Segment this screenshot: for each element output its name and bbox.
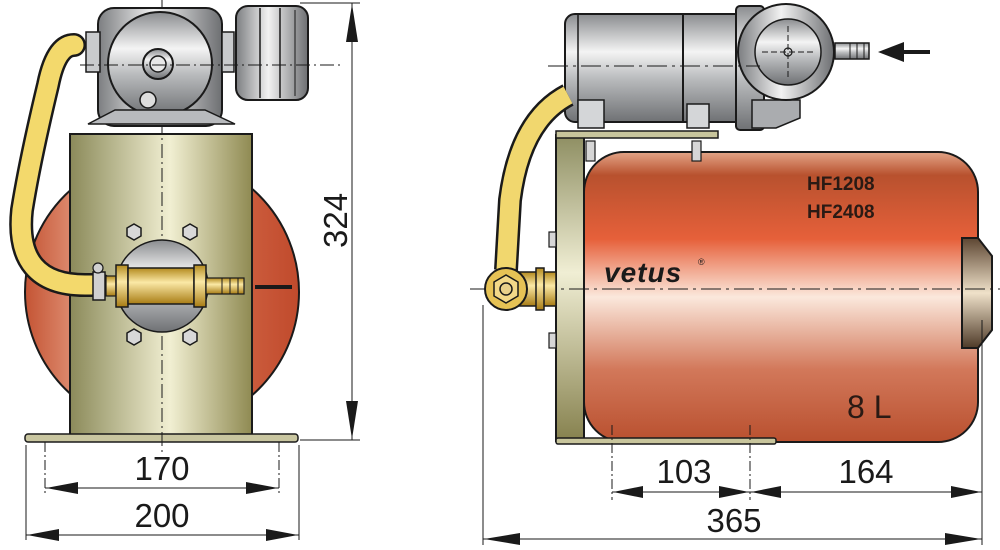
- outlet-fitting-side: [484, 267, 557, 311]
- motor-side: [564, 3, 870, 131]
- hose-side: [496, 86, 573, 271]
- tank-endcap: [961, 237, 993, 349]
- base-plate-side: [555, 437, 777, 445]
- registered-mark: ®: [698, 257, 705, 267]
- bracket-bolts: [548, 140, 702, 349]
- dimension-height: 324: [300, 2, 360, 441]
- pump-head-front: [85, 7, 236, 127]
- dimension-103: 103: [611, 425, 751, 500]
- mounting-bracket-side: [555, 134, 585, 442]
- motor-mount-plate: [555, 130, 719, 139]
- brand-logo-vetus: vetus: [604, 257, 682, 288]
- tank-side: [583, 151, 979, 443]
- dimension-365: 365: [482, 305, 982, 545]
- dimension-170: 170: [44, 442, 280, 495]
- front-view: PLACEHOLDER_ARROW 324 170 200: [9, 0, 360, 541]
- dimension-label-103: 103: [656, 453, 711, 490]
- dimension-label-324: 324: [317, 193, 354, 248]
- side-view: HF1208 HF2408 vetus ® 8 L 103 164: [470, 3, 1000, 545]
- dimension-label-170: 170: [134, 450, 189, 487]
- model-label-hf1208: HF1208: [807, 174, 875, 195]
- motor-endcap-front: [235, 5, 309, 101]
- inlet-nozzle: [834, 42, 870, 60]
- dimension-label-164: 164: [838, 453, 893, 490]
- dimension-164: 164: [750, 320, 983, 545]
- volume-label: 8 L: [847, 389, 891, 425]
- model-label-hf2408: HF2408: [807, 202, 875, 223]
- dimension-200: 200: [25, 445, 300, 541]
- dimension-label-200: 200: [134, 497, 189, 534]
- outlet-fitting-front: [92, 262, 245, 308]
- dimension-label-365: 365: [706, 502, 761, 539]
- hose-front: [11, 35, 110, 295]
- inlet-arrow-icon: [878, 42, 930, 62]
- flange-bolts: [126, 223, 198, 346]
